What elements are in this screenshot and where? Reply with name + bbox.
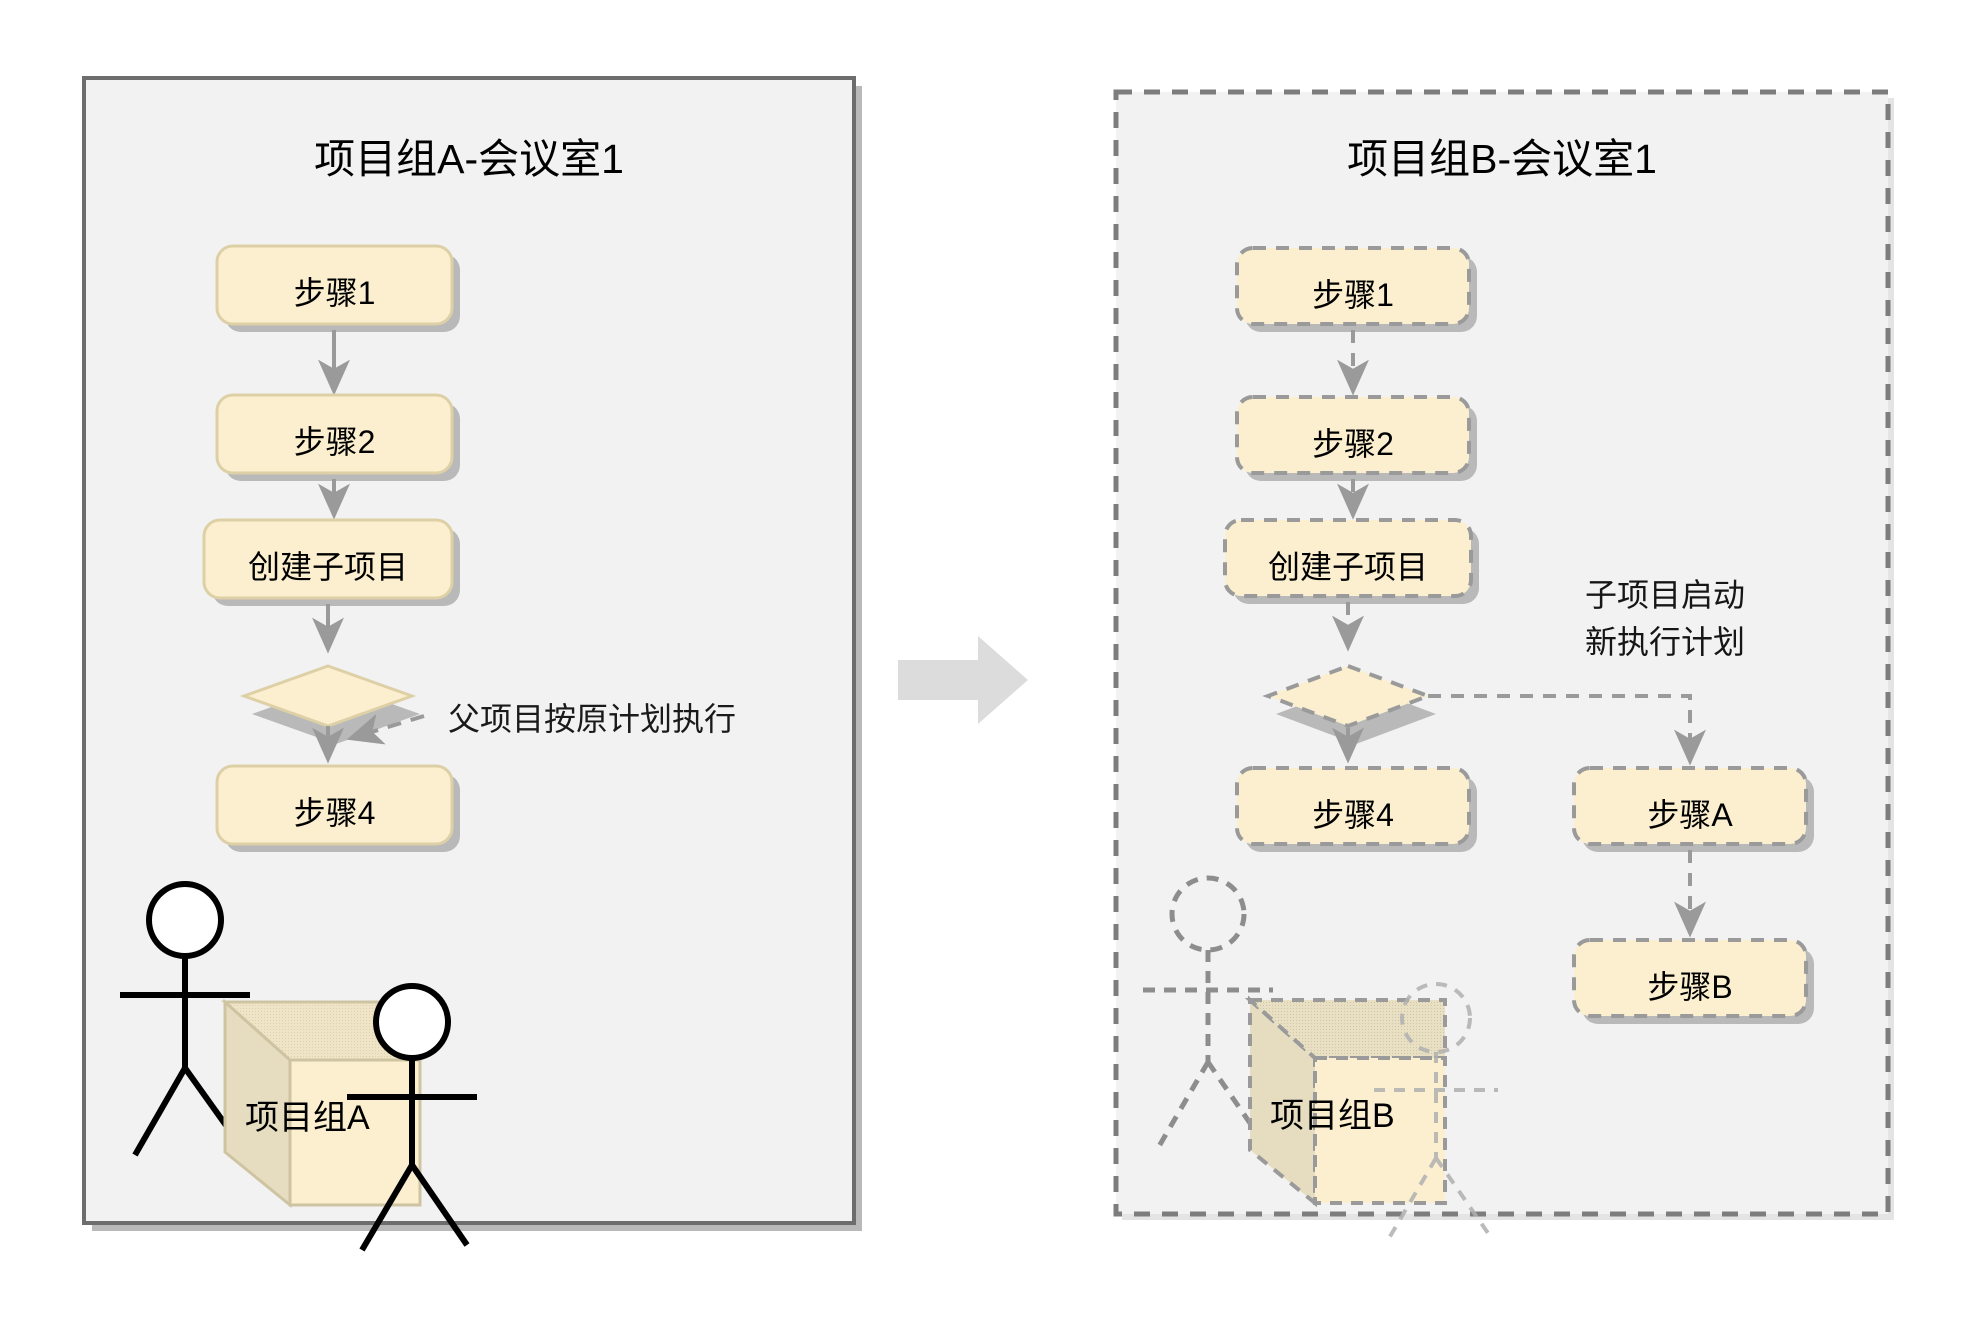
a-create-sub-label: 创建子项目 [247, 549, 408, 585]
b-edge-decision-stepA [1428, 694, 1706, 766]
a-create-sub-box[interactable] [202, 518, 454, 600]
b-actor-2 [1374, 982, 1498, 1242]
b-step4-box[interactable] [1235, 766, 1471, 846]
b-step4-label: 步骤4 [1312, 797, 1394, 833]
panel-b-title: 项目组B-会议室1 [1347, 136, 1657, 182]
b-step1-box[interactable] [1235, 246, 1471, 326]
transition-arrow-icon [898, 636, 1028, 724]
a-annotation-label: 父项目按原计划执行 [448, 701, 737, 737]
a-step4-box[interactable] [215, 764, 454, 846]
b-annotation-label-line1: 子项目启动 [1585, 577, 1746, 613]
a-step2-box[interactable] [215, 393, 454, 475]
b-step2-label: 步骤2 [1312, 426, 1394, 462]
a-cube-front-face [288, 1058, 422, 1207]
panel-b-frame [1113, 89, 1891, 1217]
a-step1-box[interactable] [215, 244, 454, 326]
panel-a-group [82, 76, 862, 1252]
b-stepB-box[interactable] [1572, 938, 1808, 1018]
panel-a-title: 项目组A-会议室1 [314, 136, 624, 182]
a-step2-label: 步骤2 [293, 424, 376, 460]
b-step1-label: 步骤1 [1312, 277, 1394, 313]
b-step2-box[interactable] [1235, 395, 1471, 475]
b-annotation-label-line2: 新执行计划 [1585, 624, 1746, 660]
b-cube [1244, 995, 1447, 1208]
a-step4-label: 步骤4 [293, 795, 376, 831]
b-cube-label: 项目组B [1270, 1097, 1395, 1135]
b-decision-diamond[interactable] [1262, 663, 1434, 729]
panel-b-group [1113, 89, 1894, 1242]
a-step1-label: 步骤1 [293, 275, 376, 311]
a-annotation-arrow [346, 713, 425, 745]
panel-a-frame [82, 76, 856, 1225]
b-actor-1 [1143, 875, 1273, 1150]
a-actor-2 [347, 983, 477, 1252]
b-stepA-label: 步骤A [1647, 797, 1733, 833]
b-create-sub-label: 创建子项目 [1267, 549, 1428, 585]
a-actor-1 [120, 881, 250, 1157]
b-create-sub-box[interactable] [1223, 518, 1473, 598]
a-cube-label: 项目组A [245, 1099, 370, 1137]
b-stepA-box[interactable] [1572, 766, 1808, 846]
b-stepB-label: 步骤B [1647, 969, 1733, 1005]
